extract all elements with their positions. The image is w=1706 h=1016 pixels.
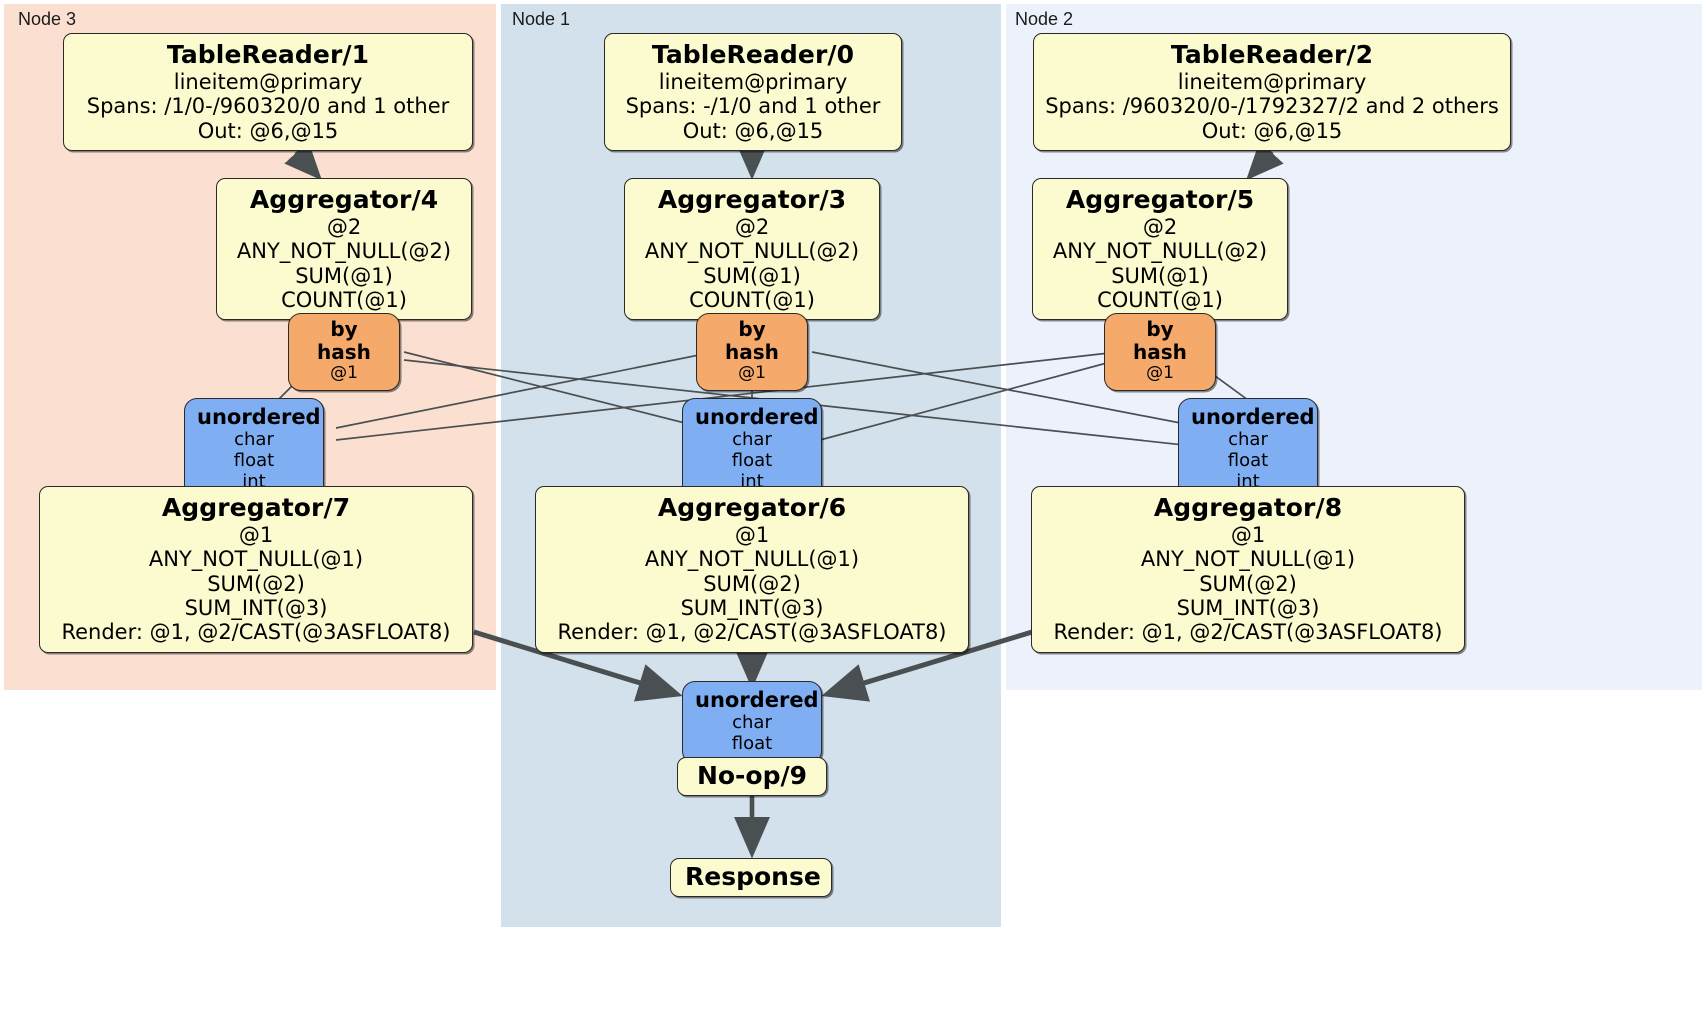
receiver-line: char [234,429,274,451]
processor-title: Aggregator/5 [1065,185,1255,214]
processor-title: TableReader/0 [651,40,855,69]
processor-line: Render: @1, @2/CAST(@3ASFLOAT8) [61,620,451,645]
receiver-title: unordered [695,688,819,712]
router-by-hash-center[interactable]: by hash @1 [696,313,808,392]
processor-line: ANY_NOT_NULL(@1) [1140,547,1356,572]
router-by-hash-right[interactable]: by hash @1 [1104,313,1216,392]
processor-line: Render: @1, @2/CAST(@3ASFLOAT8) [557,620,947,645]
processor-line: @1 [734,523,770,547]
processor-title: Aggregator/4 [249,185,439,214]
processor-line: @1 [1230,523,1266,547]
processor-line: Render: @1, @2/CAST(@3ASFLOAT8) [1053,620,1443,645]
receiver-line: float [731,450,773,472]
receiver-title: unordered [197,405,321,429]
processor-line: ANY_NOT_NULL(@2) [236,239,452,264]
processor-aggregator-7[interactable]: Aggregator/7 @1 ANY_NOT_NULL(@1) SUM(@2)… [39,486,473,653]
node-panel-label-node1: Node 1 [512,9,571,29]
processor-title: Aggregator/6 [657,493,847,522]
receiver-title: unordered [1191,405,1315,429]
processor-line: ANY_NOT_NULL(@2) [1052,239,1268,264]
node-panel-label-node2: Node 2 [1015,9,1074,29]
receiver-unordered-right[interactable]: unordered char float int [1178,398,1318,502]
receiver-line: char [732,712,772,734]
processor-line: SUM_INT(@3) [680,596,824,621]
router-title: by hash [725,317,779,365]
processor-title: Aggregator/8 [1153,493,1343,522]
processor-line: COUNT(@1) [689,288,815,313]
receiver-line: float [233,450,275,472]
processor-line: Spans: -/1/0 and 1 other [625,94,881,119]
receiver-unordered-center[interactable]: unordered char float int [682,398,822,502]
processor-line: Spans: /960320/0-/1792327/2 and 2 others [1045,94,1499,119]
processor-no-op-9[interactable]: No-op/9 [677,757,827,796]
receiver-line: float [731,733,773,755]
processor-line: @2 [326,215,362,239]
processor-aggregator-5[interactable]: Aggregator/5 @2 ANY_NOT_NULL(@2) SUM(@1)… [1032,178,1288,321]
receiver-unordered-final[interactable]: unordered char float [682,681,822,765]
processor-line: SUM(@1) [703,263,801,288]
processor-line: SUM(@2) [1199,571,1297,596]
processor-line: SUM(@2) [703,571,801,596]
node-panel-label-node3: Node 3 [18,9,77,29]
processor-line: SUM_INT(@3) [184,596,328,621]
processor-response[interactable]: Response [670,858,832,897]
processor-line: @2 [734,215,770,239]
router-by-hash-left[interactable]: by hash @1 [288,313,400,392]
processor-aggregator-3[interactable]: Aggregator/3 @2 ANY_NOT_NULL(@2) SUM(@1)… [624,178,880,321]
processor-line: lineitem@primary [173,70,363,94]
processor-line: ANY_NOT_NULL(@2) [644,239,860,264]
router-line: @1 [330,363,358,384]
processor-title: Aggregator/3 [657,185,847,214]
processor-line: ANY_NOT_NULL(@1) [148,547,364,572]
router-line: @1 [1146,363,1174,384]
processor-line: COUNT(@1) [281,288,407,313]
processor-title: TableReader/2 [1170,40,1374,69]
processor-table-reader-2[interactable]: TableReader/2 lineitem@primary Spans: /9… [1033,33,1511,152]
processor-line: SUM_INT(@3) [1176,596,1320,621]
processor-aggregator-4[interactable]: Aggregator/4 @2 ANY_NOT_NULL(@2) SUM(@1)… [216,178,472,321]
processor-line: Spans: /1/0-/960320/0 and 1 other [86,94,450,119]
receiver-line: char [1228,429,1268,451]
router-line: @1 [738,363,766,384]
processor-line: @2 [1142,215,1178,239]
processor-line: COUNT(@1) [1097,288,1223,313]
processor-line: lineitem@primary [658,70,848,94]
processor-title: Aggregator/7 [161,493,351,522]
receiver-line: char [732,429,772,451]
processor-aggregator-6[interactable]: Aggregator/6 @1 ANY_NOT_NULL(@1) SUM(@2)… [535,486,969,653]
processor-aggregator-8[interactable]: Aggregator/8 @1 ANY_NOT_NULL(@1) SUM(@2)… [1031,486,1465,653]
processor-title: No-op/9 [696,761,808,790]
processor-line: SUM(@2) [207,571,305,596]
processor-line: Out: @6,@15 [682,118,824,143]
processor-title: Response [685,862,821,891]
processor-line: lineitem@primary [1177,70,1367,94]
processor-line: @1 [238,523,274,547]
receiver-title: unordered [695,405,819,429]
processor-table-reader-0[interactable]: TableReader/0 lineitem@primary Spans: -/… [604,33,902,152]
processor-line: SUM(@1) [1111,263,1209,288]
processor-line: SUM(@1) [295,263,393,288]
processor-title: TableReader/1 [166,40,370,69]
processor-line: Out: @6,@15 [197,118,339,143]
router-title: by hash [1133,317,1187,365]
processor-table-reader-1[interactable]: TableReader/1 lineitem@primary Spans: /1… [63,33,473,152]
router-title: by hash [317,317,371,365]
processor-line: ANY_NOT_NULL(@1) [644,547,860,572]
receiver-line: float [1227,450,1269,472]
processor-line: Out: @6,@15 [1201,118,1343,143]
